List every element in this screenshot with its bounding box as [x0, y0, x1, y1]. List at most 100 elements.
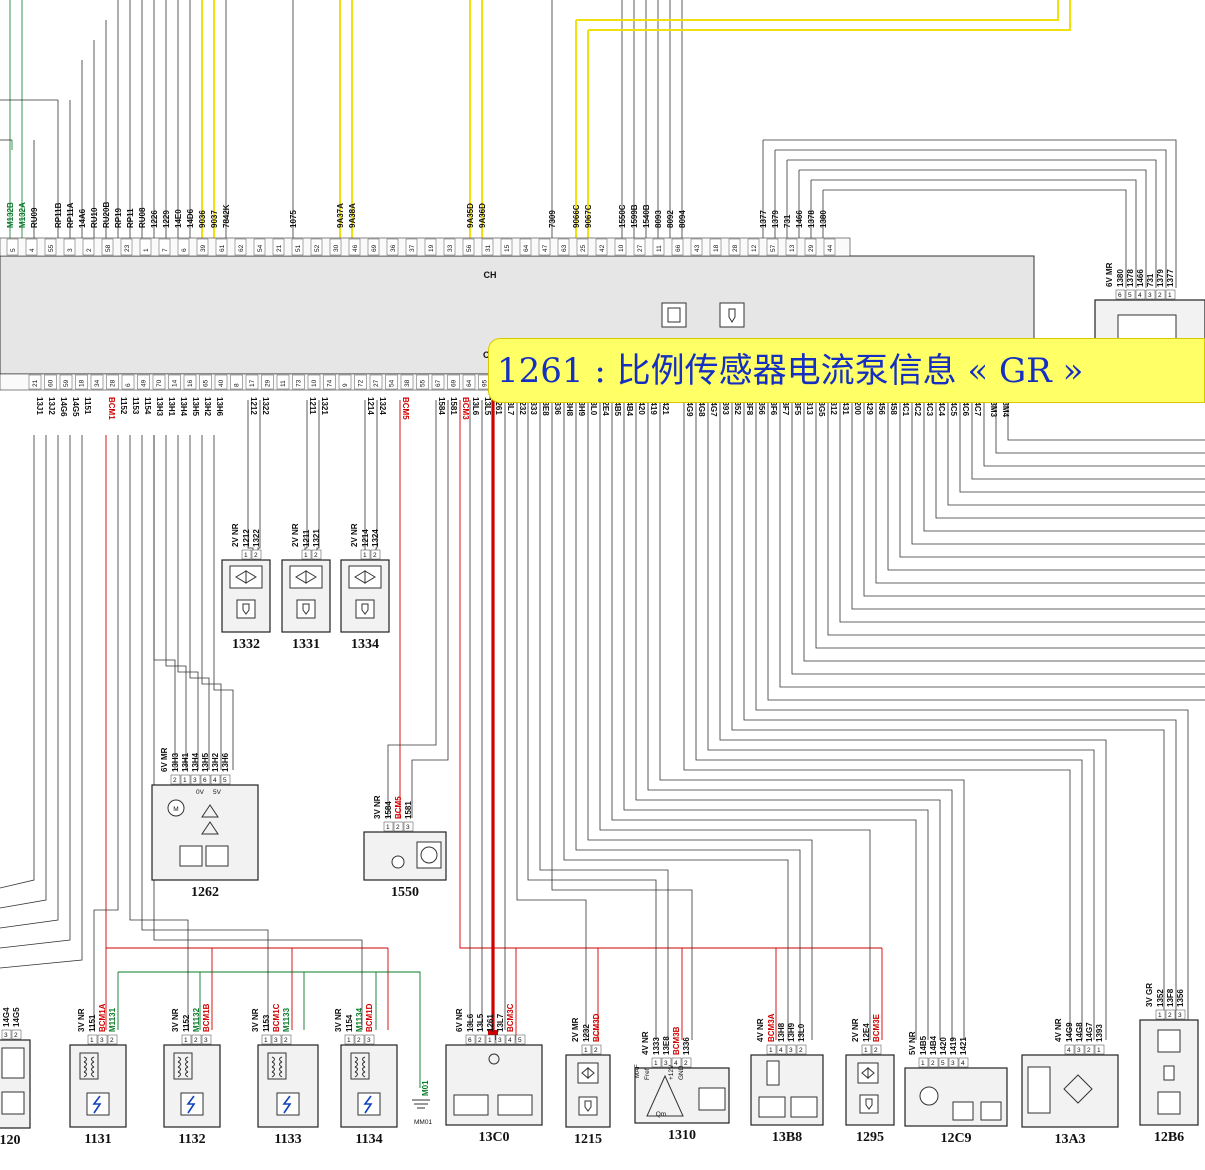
wire-label: 1321	[312, 529, 321, 547]
pin-cell	[75, 374, 88, 390]
pin-cell	[276, 374, 290, 390]
wire-label: M1132	[192, 1007, 201, 1032]
pin-cell	[191, 1034, 202, 1045]
pin-number: 18	[79, 379, 86, 387]
wire	[775, 149, 1167, 288]
pin-number: 5	[1128, 292, 1132, 299]
wire-label: 1420	[939, 1037, 948, 1055]
wire-label: 12E4	[862, 1023, 871, 1042]
pin-cell	[11, 1029, 22, 1040]
wire-label: 13H2	[211, 752, 220, 772]
switch-icon	[1163, 1065, 1175, 1081]
pin-number: 31	[485, 244, 492, 252]
wire-label: 13L0	[589, 397, 598, 416]
wire-label: M1133	[282, 1007, 291, 1032]
pin-cell	[367, 238, 380, 256]
pin-cell	[1, 1029, 12, 1040]
pin-label: 0V	[196, 789, 205, 796]
wire-label: 1393	[1095, 1024, 1104, 1042]
pin-cell	[220, 774, 231, 785]
wire	[563, 400, 789, 1040]
pin-cell	[709, 238, 722, 256]
connector-type: 2V NR	[231, 523, 240, 547]
wire	[863, 400, 1205, 597]
wire-label: 1152	[182, 1014, 191, 1032]
wire	[189, 435, 210, 770]
wire-label: 1599B	[630, 204, 639, 228]
wire-label: 14G5	[12, 1007, 21, 1027]
injector-icon	[296, 599, 316, 619]
pin-cell	[633, 238, 646, 256]
wire-label: 1421	[959, 1037, 968, 1055]
pin-cell	[462, 374, 476, 390]
pin-cell	[462, 238, 475, 256]
pin-cell	[338, 374, 352, 390]
wire-label: RP11A	[66, 202, 75, 228]
wire-label: 1540B	[642, 204, 651, 228]
pin-cell	[190, 774, 201, 785]
wire	[719, 400, 1107, 1040]
pin-cell	[215, 238, 228, 256]
pin-number: 3	[274, 1037, 278, 1044]
pin-number: 10	[311, 379, 318, 387]
component-ref: 12B6	[1154, 1130, 1184, 1145]
wire-label: 9066C	[572, 204, 581, 228]
coil-icon	[271, 1066, 275, 1073]
injector-icon	[236, 599, 256, 619]
wire	[411, 400, 449, 818]
pin-cell	[671, 238, 684, 256]
wire	[899, 400, 1205, 558]
coil-icon	[185, 1066, 189, 1073]
wire	[779, 400, 1205, 688]
wire-label: 1456	[877, 397, 886, 415]
wire-label: 14C3	[925, 397, 934, 417]
wire-label: 12E4	[601, 397, 610, 416]
pin-number: 2	[874, 1047, 878, 1054]
component-ref: 1295	[856, 1130, 884, 1145]
pin-number: 2	[254, 552, 258, 559]
coil-icon	[362, 1056, 366, 1063]
ecu-chip-icon	[661, 302, 687, 328]
wire-label: 14E0	[174, 209, 183, 228]
coil-icon	[354, 1056, 358, 1063]
wire-label: 14B5	[919, 1035, 928, 1055]
wire-label: 1226	[150, 210, 159, 228]
component-ref: 1334	[351, 637, 379, 652]
pin-cell	[728, 238, 741, 256]
pin-cell	[137, 374, 150, 390]
wire-label: 14C1	[901, 397, 910, 417]
pin-number: 11	[280, 380, 287, 387]
pin-cell	[180, 774, 191, 785]
wire-label: 1153	[131, 397, 140, 415]
wire	[971, 400, 1205, 480]
connector-type: 3V NR	[334, 1008, 343, 1032]
wire-label: 9037	[210, 210, 219, 228]
wire-label: 1352	[733, 397, 742, 415]
pin-number: 3	[1148, 292, 1152, 299]
pin-number: 1	[244, 552, 248, 559]
wire-label: 14C6	[961, 397, 970, 417]
pin-number: 1	[864, 1047, 868, 1054]
wire-label: 14D6	[186, 208, 195, 228]
